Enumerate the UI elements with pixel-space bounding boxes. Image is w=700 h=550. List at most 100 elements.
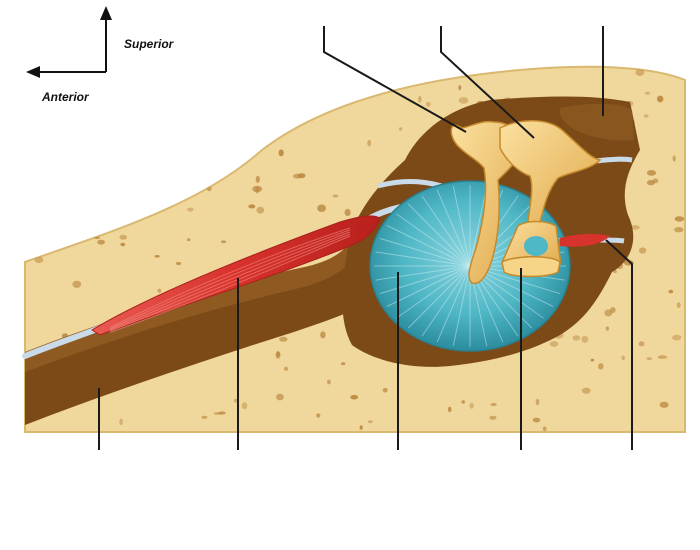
bone-pore (75, 78, 85, 86)
bone-pore (209, 57, 215, 63)
bone-pore (25, 174, 29, 181)
membrane-ray (375, 251, 471, 267)
bone-pore (257, 142, 263, 149)
bone-pore (320, 331, 326, 339)
bone-pore (81, 74, 88, 81)
bone-pore (638, 341, 645, 347)
bone-pore (621, 355, 625, 361)
bone-pore (115, 118, 119, 124)
bone-pore (173, 140, 180, 148)
membrane-ray (375, 265, 471, 281)
leader-line-incus (440, 26, 535, 139)
bone-pore (175, 261, 182, 266)
bone-pore (676, 302, 681, 308)
bone-pore (248, 204, 256, 209)
bone-pore (327, 379, 331, 385)
bone-pore (91, 208, 97, 213)
bone-pore (213, 412, 222, 415)
bone-pore (378, 78, 385, 82)
bone-pore (157, 288, 162, 293)
bone-pore (490, 403, 497, 406)
bone-pore (461, 400, 466, 404)
bone-pore (344, 208, 351, 217)
bone-pore (168, 100, 173, 108)
bone-pore (635, 68, 645, 77)
bone-pore (668, 289, 674, 294)
bone-pore (34, 256, 44, 264)
membrane-ray (407, 265, 471, 329)
muscle-stria (109, 233, 351, 332)
membrane-ray (421, 195, 471, 267)
bone-pore (657, 95, 664, 103)
bone-pore (226, 82, 231, 87)
bone-pore (72, 280, 82, 288)
bone-pore (659, 60, 665, 65)
bone-pore (604, 309, 613, 317)
leader-line-malleus (323, 26, 467, 133)
membrane-ray (469, 186, 488, 267)
bone-pore (136, 75, 147, 83)
bone-pore (271, 113, 278, 118)
bone-pore (77, 83, 82, 88)
bone-pore (255, 175, 260, 183)
superior-label: Superior (124, 37, 175, 51)
bone-pore (195, 157, 201, 165)
bone-pore (639, 247, 647, 254)
muscle-stria (109, 229, 351, 330)
bone-pore (489, 415, 497, 420)
bone-pore (425, 101, 431, 107)
bone-pore (298, 100, 306, 106)
bone-pore (25, 235, 30, 241)
canal-band (25, 238, 360, 372)
bone-pore (100, 129, 106, 133)
bone-pore (31, 105, 38, 111)
bone-pore (332, 194, 339, 198)
bone-pore (350, 394, 359, 400)
bone-pore (278, 149, 284, 157)
membrane-ray (386, 225, 471, 267)
bone-pore (316, 413, 321, 418)
bone-pore (646, 357, 653, 360)
bone-pore (605, 326, 610, 331)
bone-pore (398, 127, 403, 131)
membrane-ray (386, 265, 471, 307)
bone-pore (276, 393, 284, 401)
bone-pore (657, 355, 668, 359)
bone-pore (469, 402, 474, 409)
bone-pore (489, 64, 494, 67)
bone-pore (590, 358, 595, 362)
bone-pore (253, 130, 259, 136)
bone-pore (120, 180, 124, 185)
bone-pore (418, 96, 422, 103)
bone-pore (126, 106, 136, 113)
bone-pore (187, 207, 194, 212)
membrane-ray (452, 186, 471, 267)
bone-pore (354, 86, 364, 92)
membrane-ray (396, 213, 471, 267)
bone-pore (325, 66, 335, 71)
bone-pore (646, 170, 657, 176)
anterior-label: Anterior (41, 90, 90, 104)
bone-pore (97, 239, 105, 245)
stapes-obturator-foramen (524, 236, 548, 256)
top-leader-lines (323, 26, 604, 139)
bone-pore (275, 351, 281, 359)
bone-pore (682, 66, 685, 68)
bone-pore (245, 97, 254, 101)
bone-pore (89, 227, 98, 231)
bone-pore (672, 334, 682, 341)
bone-pore (70, 140, 74, 145)
bone-pore (187, 238, 191, 242)
bone-pore (447, 406, 452, 413)
bone-pore (283, 366, 289, 371)
bone-pore (79, 213, 83, 219)
bone-pore (535, 398, 540, 406)
bone-pore (116, 148, 123, 153)
bone-pore (669, 59, 673, 65)
bone-pore (581, 335, 589, 343)
bone-pore (225, 147, 233, 153)
bone-pore (79, 109, 86, 117)
bone-pore (388, 66, 394, 72)
bone-pore (643, 114, 649, 118)
